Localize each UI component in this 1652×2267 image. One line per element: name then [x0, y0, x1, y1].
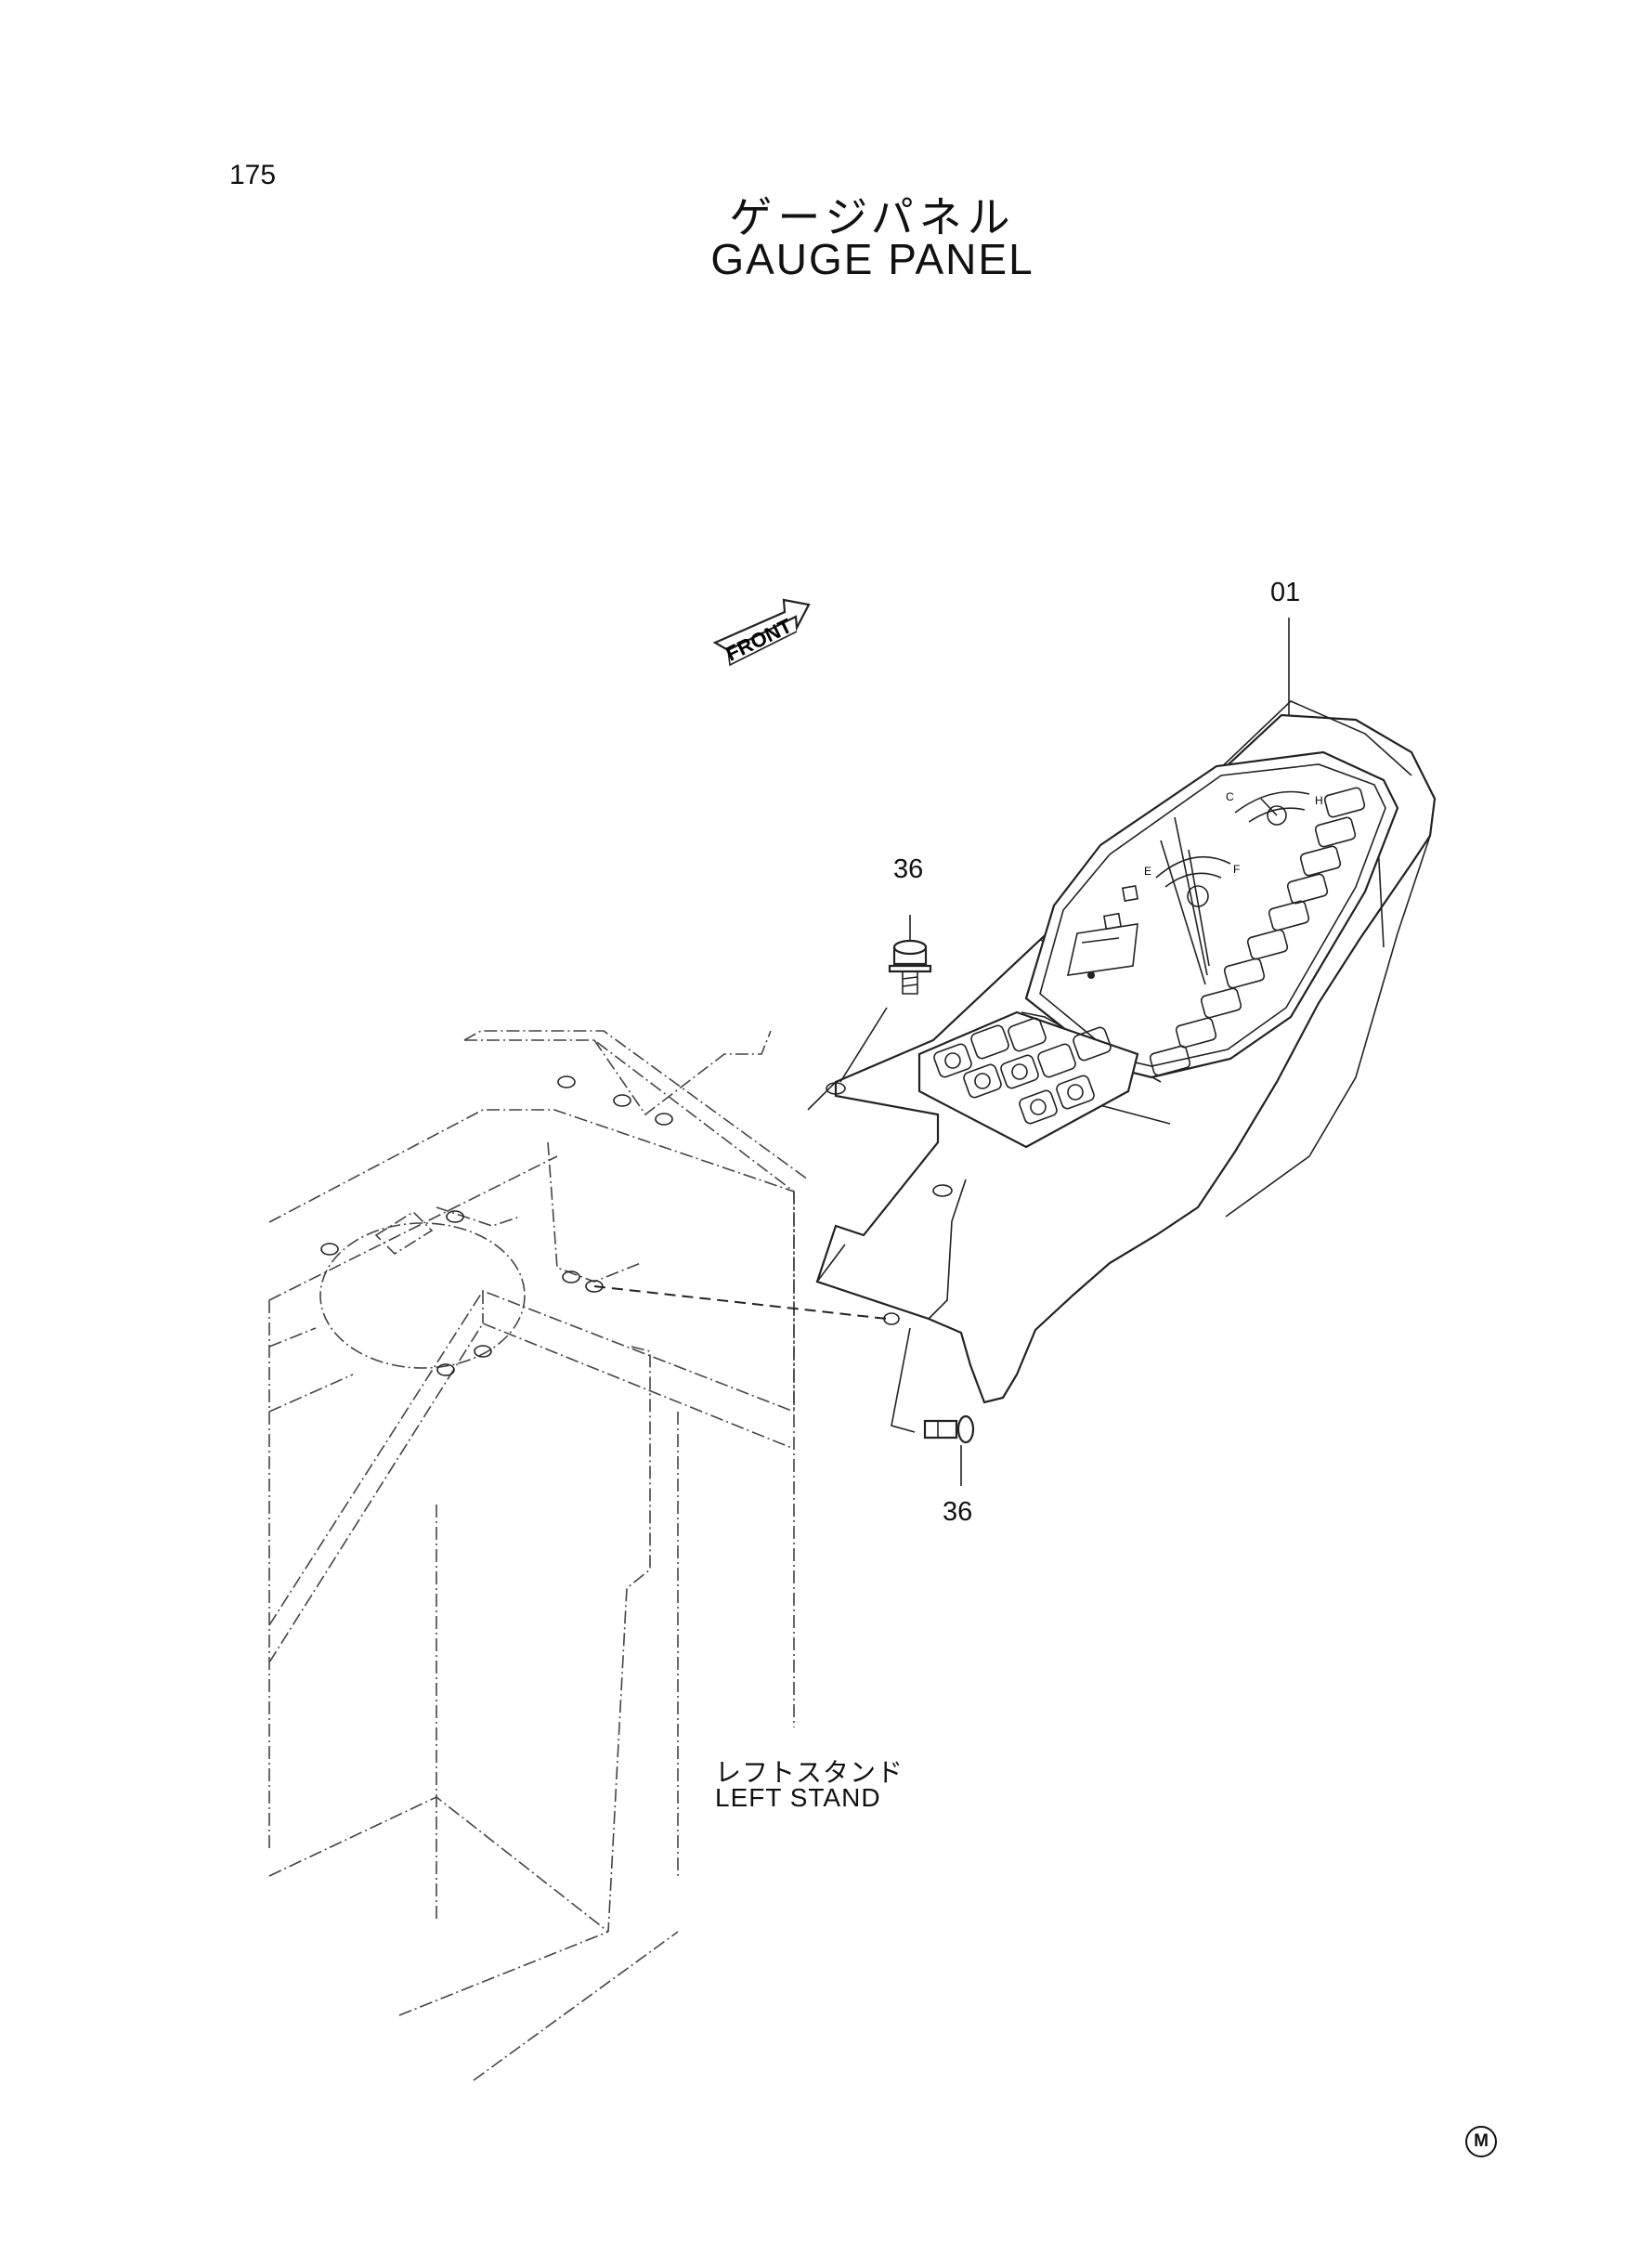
mounting-line [593, 1285, 888, 1320]
front-arrow-label: FRONT [722, 614, 797, 666]
front-arrow: FRONT [712, 598, 811, 667]
callout-01: 01 [1270, 578, 1301, 607]
fuel-gauge-e: E [1144, 865, 1151, 878]
stand-label-english: LEFT STAND [715, 1783, 881, 1812]
temp-gauge-c: C [1226, 790, 1234, 803]
left-stand [268, 1030, 809, 2081]
indicator-lamp-column [1149, 787, 1366, 1076]
instrument-face: C H E F [1024, 750, 1399, 1079]
callout-36-top: 36 [893, 854, 924, 884]
switch-panel [917, 1010, 1139, 1149]
temp-gauge-h: H [1315, 794, 1323, 807]
stand-holes [320, 1075, 673, 1376]
bolt-36-top [839, 915, 932, 1083]
corner-mark: M [1465, 2126, 1497, 2157]
page-number: 175 [229, 160, 277, 190]
bolt-36-bottom [891, 1327, 975, 1486]
title-english: GAUGE PANEL [710, 235, 1034, 283]
stand-label-japanese: レフトスタンド [715, 1758, 904, 1787]
callout-36-bottom: 36 [943, 1497, 973, 1527]
title-japanese: ゲージパネル [729, 192, 1016, 242]
fuel-gauge-f: F [1233, 863, 1240, 876]
